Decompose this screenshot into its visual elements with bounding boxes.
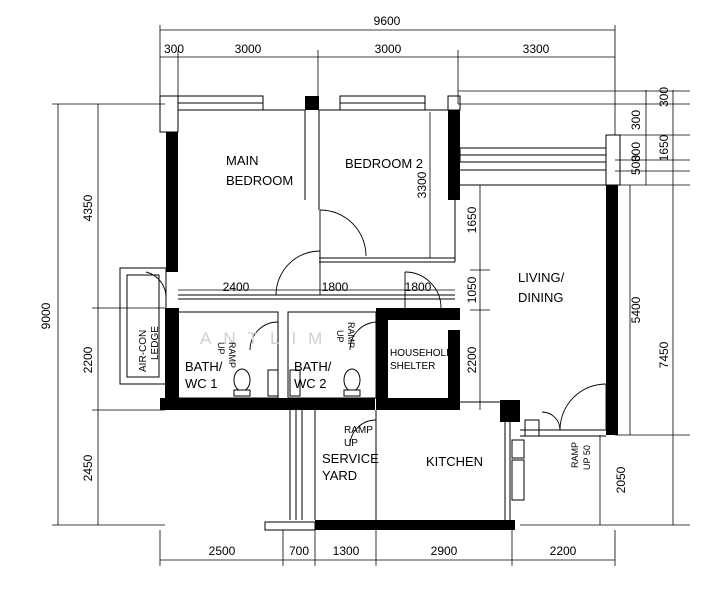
living-dining-label: DINING: [518, 290, 564, 305]
watermark: ANTLIM: [200, 329, 334, 348]
ramp-label: UP 50: [582, 445, 592, 470]
aircon-ledge-label: AIR-CON: [138, 330, 149, 372]
toilet-icon: [343, 368, 361, 392]
dim-bedroom2: 3300: [415, 171, 429, 198]
toilet-tank-icon: [233, 389, 251, 397]
main-bedroom-label: BEDROOM: [226, 173, 293, 188]
column-top-left: [159, 95, 179, 133]
dim-bottom: 2200: [550, 544, 577, 558]
column-top-mid: [305, 96, 319, 110]
wall-shelter-bottom: [376, 398, 460, 410]
main-bedroom-label: MAIN: [226, 153, 259, 168]
dim-bottom: 2500: [209, 544, 236, 558]
dim-left: 4350: [81, 194, 95, 221]
bath-wc2-label: WC 2: [294, 376, 327, 391]
dim-right: 500: [629, 155, 643, 175]
wall-left-bath: [165, 308, 179, 410]
service-yard-label: YARD: [322, 468, 357, 483]
dim-mid: 1050: [465, 276, 479, 303]
dim-right: 1650: [657, 134, 671, 161]
dim-corridor: 1800: [405, 280, 432, 294]
household-shelter-label: SHELTER: [390, 361, 435, 372]
living-dining-label: LIVING/: [518, 270, 565, 285]
bedroom2-label: BEDROOM 2: [345, 156, 423, 171]
dim-top: 3000: [375, 42, 402, 56]
dim-right: 300: [657, 87, 671, 107]
ramp-label: RAMP: [227, 342, 237, 368]
dim-mid: 2200: [465, 346, 479, 373]
wall-shelter-right: [448, 330, 460, 402]
dim-left: 2200: [81, 346, 95, 373]
wall-bottom: [315, 520, 515, 530]
dim-bottom: 2900: [431, 544, 458, 558]
dim-overall-width: 9600: [374, 14, 401, 28]
bath-wc1-label: BATH/: [185, 359, 223, 374]
dim-bottom: 1300: [333, 544, 360, 558]
sink-icon: [267, 369, 279, 397]
dim-top: 3000: [235, 42, 262, 56]
dim-left-overall: 9000: [39, 302, 53, 329]
walls: [159, 95, 618, 530]
wall-shelter-left: [376, 308, 388, 410]
dim-corridor: 1800: [322, 280, 349, 294]
toilet-icon: [233, 368, 251, 392]
dim-right: 300: [629, 142, 643, 162]
dim-bottom: 700: [289, 544, 309, 558]
dimension-lines: [52, 25, 690, 566]
wall-left-bedroom: [166, 132, 178, 272]
dim-right: 2050: [614, 466, 628, 493]
fixtures: [233, 368, 361, 397]
dim-left: 2450: [81, 454, 95, 481]
doors: [145, 209, 607, 447]
outlines: [119, 95, 621, 531]
wall-right-bedroom2: [448, 110, 460, 200]
service-yard-label: SERVICE: [322, 451, 379, 466]
bath-wc1-label: WC 1: [185, 376, 218, 391]
wall-mid-horizontal: [160, 398, 375, 410]
ramp-label: UP: [216, 342, 226, 355]
toilet-tank-icon: [343, 389, 361, 397]
ramp-label: UP: [344, 438, 358, 449]
kitchen-label: KITCHEN: [426, 454, 483, 469]
household-shelter-label: HOUSEHOLD: [390, 348, 453, 359]
sink-icon: [289, 369, 301, 397]
dim-right: 300: [629, 110, 643, 130]
ramp-label: UP: [335, 330, 345, 343]
dim-right: 5400: [629, 296, 643, 323]
ramp-label: RAMP: [346, 322, 356, 348]
ramp-label: RAMP: [344, 425, 373, 436]
room-labels: MAIN BEDROOM BEDROOM 2 LIVING/ DINING BA…: [138, 153, 565, 483]
dim-top: 3300: [523, 42, 550, 56]
bath-wc2-label: BATH/: [294, 359, 332, 374]
dim-right: 7450: [657, 341, 671, 368]
ramp-label: RAMP: [570, 442, 580, 468]
aircon-ledge-label: LEDGE: [150, 326, 161, 360]
dim-top: 300: [164, 42, 184, 56]
dim-corridor: 2400: [223, 280, 250, 294]
dimension-labels: 9600 300 3000 3000 3300 9000 4350 2200 2…: [39, 14, 671, 558]
ramp-labels: RAMP UP RAMP UP RAMP UP RAMP UP 50: [216, 322, 592, 470]
dim-mid: 1650: [465, 206, 479, 233]
wall-shelter-top: [376, 308, 460, 320]
wall-right-living-lower: [606, 360, 618, 435]
